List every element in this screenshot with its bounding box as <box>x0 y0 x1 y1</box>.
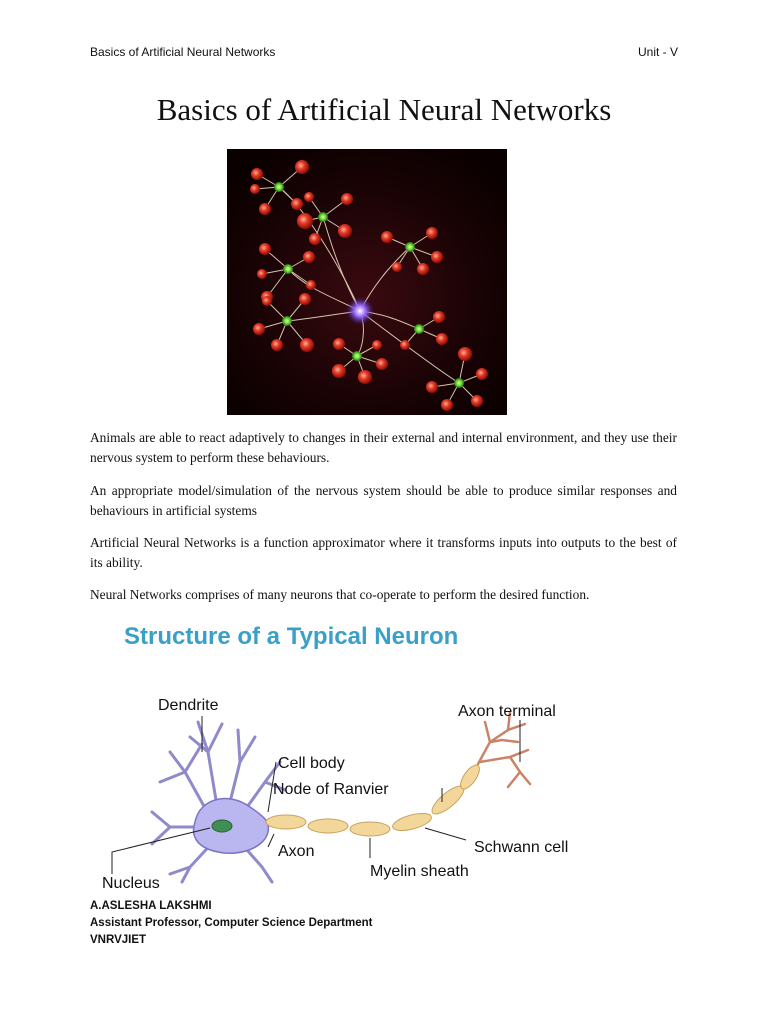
author-institute: VNRVJIET <box>90 934 147 946</box>
label-nucleus: Nucleus <box>102 875 160 892</box>
running-header-unit: Unit - V <box>637 45 678 59</box>
paragraph-3: Artificial Neural Networks is a function… <box>90 535 677 570</box>
neuron-diagram-heading: Structure of a Typical Neuron <box>124 623 458 650</box>
paragraph-2: An appropriate model/simulation of the n… <box>90 483 677 518</box>
nucleus-shape <box>211 819 233 833</box>
label-schwann-cell: Schwann cell <box>474 839 568 856</box>
axon-terminal-shape <box>476 710 532 789</box>
label-axon-terminal: Axon terminal <box>458 703 556 720</box>
paragraph-4: Neural Networks comprises of many neuron… <box>90 587 590 602</box>
author-name: A.ASLESHA LAKSHMI <box>90 900 212 912</box>
neural-network-illustration <box>227 149 507 415</box>
page-title: Basics of Artificial Neural Networks <box>156 92 612 127</box>
author-footer: A.ASLESHA LAKSHMI Assistant Professor, C… <box>90 898 372 949</box>
label-myelin-sheath: Myelin sheath <box>370 863 469 880</box>
label-dendrite: Dendrite <box>158 697 219 714</box>
label-cell-body: Cell body <box>278 755 345 772</box>
author-role: Assistant Professor, Computer Science De… <box>90 917 373 929</box>
label-node-of-ranvier: Node of Ranvier <box>273 781 389 798</box>
paragraph-1: Animals are able to react adaptively to … <box>90 430 677 465</box>
label-axon: Axon <box>278 843 314 860</box>
neuron-structure-diagram: Structure of a Typical Neuron <box>102 623 568 892</box>
myelin-sheath-shape <box>265 764 480 837</box>
running-header-title: Basics of Artificial Neural Networks <box>90 45 276 59</box>
